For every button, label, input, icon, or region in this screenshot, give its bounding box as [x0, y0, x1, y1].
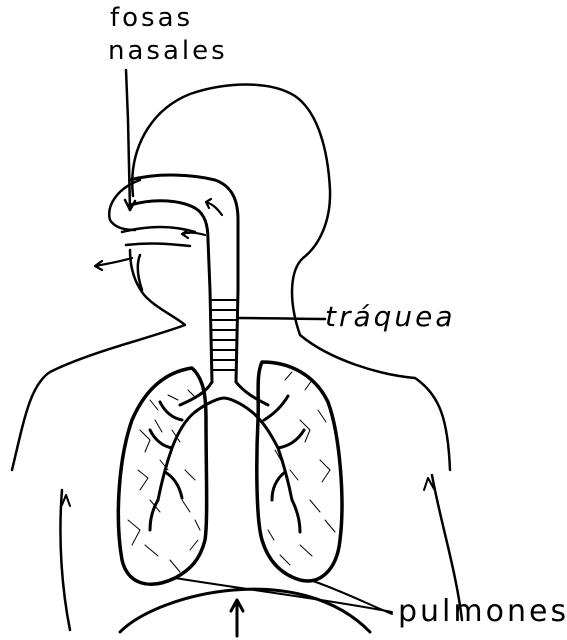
arrow-exhale-icon	[95, 258, 132, 270]
arrow-left-side-icon	[62, 495, 70, 506]
left-bronchial-tree	[150, 402, 195, 530]
leader-pulmones-left	[175, 578, 392, 612]
arrow-nasal-inner-icon	[206, 199, 222, 215]
neck-shoulder-left	[12, 250, 185, 470]
diaphragm	[120, 589, 370, 632]
trachea-left-wall	[180, 290, 212, 405]
body-left-side	[60, 490, 70, 630]
leader-fosas-nasales	[126, 70, 130, 210]
right-lung-texture	[268, 372, 335, 565]
mouth-lower	[126, 243, 190, 246]
label-pulmones: pulmones	[398, 597, 567, 627]
label-fosas: fosas	[110, 5, 193, 31]
head-outline	[132, 85, 450, 471]
trachea-right-wall	[236, 290, 268, 405]
trachea-rings	[212, 300, 236, 370]
label-nasales: nasales	[108, 38, 228, 64]
label-traquea: tráquea	[325, 303, 456, 331]
arrow-diaphragm-icon	[231, 600, 243, 636]
mouth-upper	[122, 227, 195, 232]
leader-pulmones-right	[310, 580, 392, 614]
leader-traquea	[238, 318, 325, 319]
